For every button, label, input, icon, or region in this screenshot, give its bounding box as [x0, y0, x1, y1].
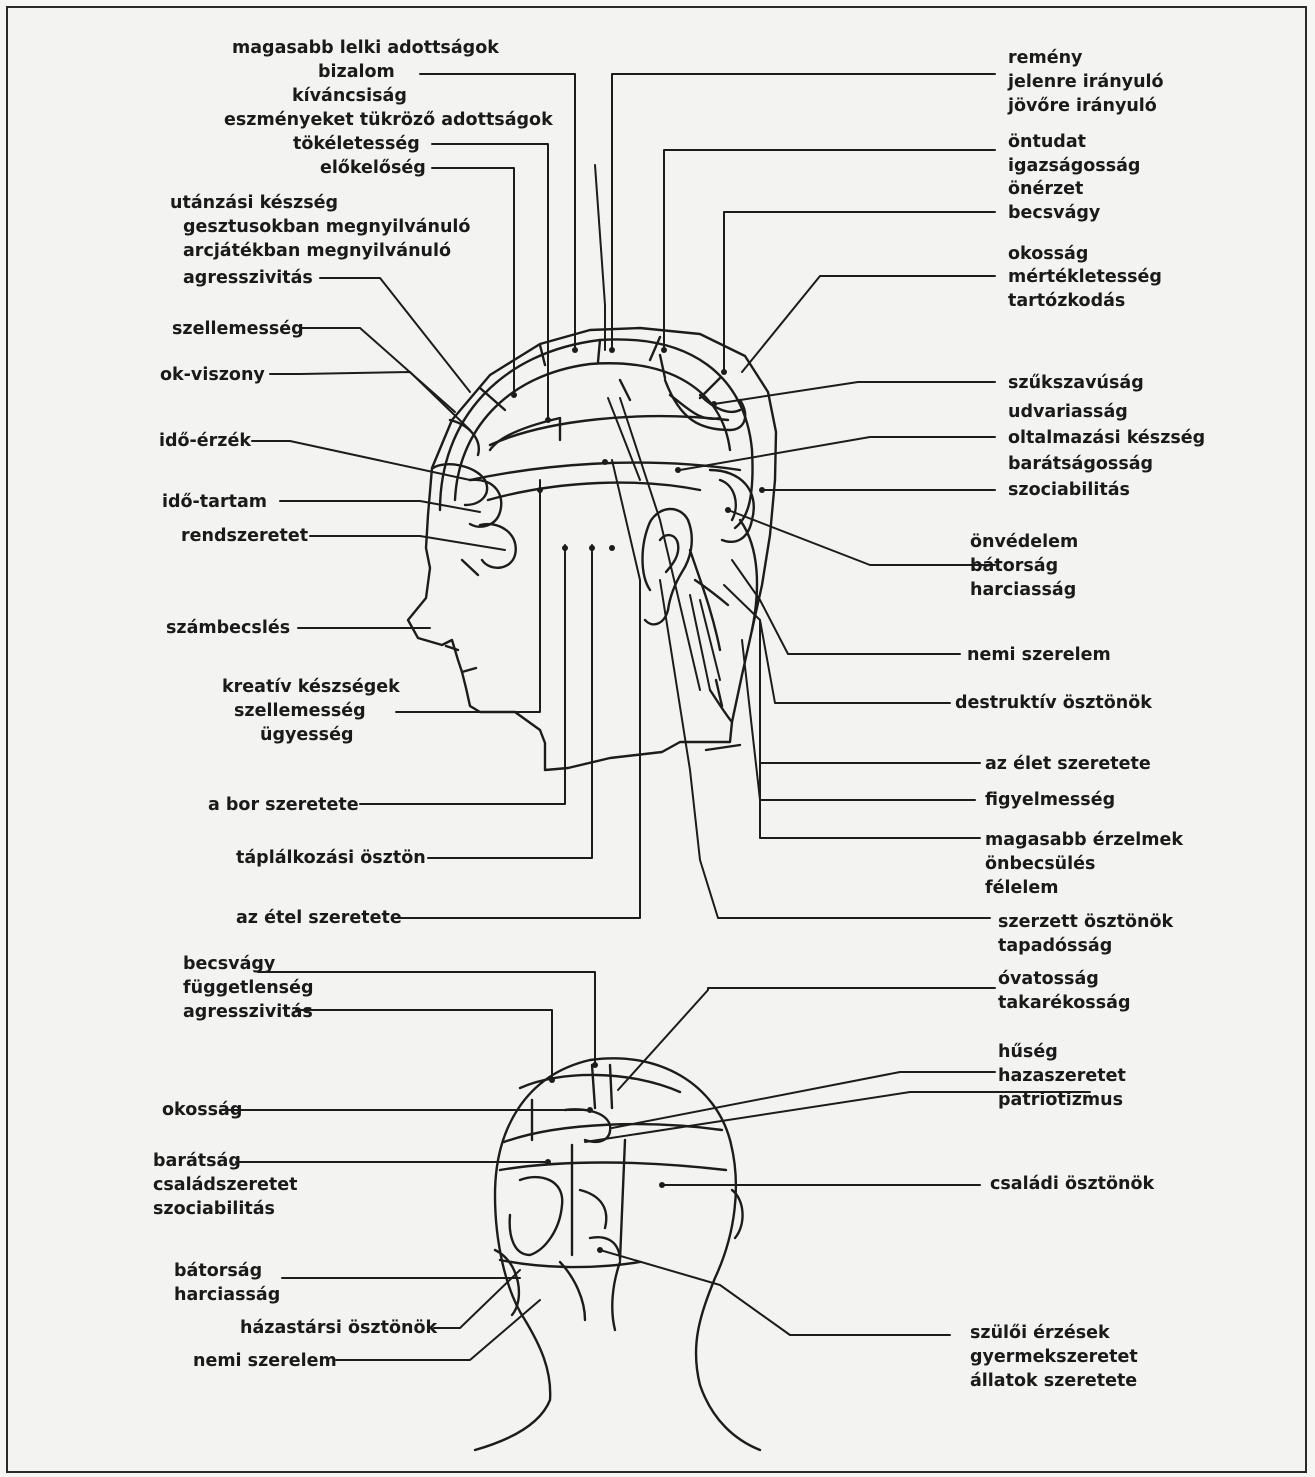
label-udvariassag: udvariasság: [1008, 400, 1128, 424]
label-becsvagy: becsvágy: [1008, 201, 1100, 225]
label-rendszeretet: rendszeretet: [181, 524, 308, 548]
label-ok-viszony: ok-viszony: [160, 363, 265, 387]
label-back-harciassag: harciasság: [174, 1283, 280, 1307]
label-bizalom: bizalom: [318, 60, 395, 84]
label-back-becsvagy: becsvágy: [183, 952, 275, 976]
label-back-gyermekszeretet: gyermekszeretet: [970, 1345, 1138, 1369]
back-head-regions: [500, 1065, 726, 1330]
label-onbecsules: önbecsülés: [985, 852, 1095, 876]
label-back-patriotizmus: patriotizmus: [998, 1088, 1123, 1112]
label-back-batorsag: bátorság: [174, 1259, 262, 1283]
label-elokeloseg: előkelőség: [320, 156, 426, 180]
label-back-okossag: okosság: [162, 1098, 242, 1122]
label-back-allatok: állatok szeretete: [970, 1369, 1137, 1393]
label-jovore: jövőre irányuló: [1008, 94, 1157, 118]
label-okossag: okosság: [1008, 242, 1088, 266]
label-onvedelem: önvédelem: [970, 530, 1078, 554]
label-back-agresszivitas: agresszivitás: [183, 1000, 313, 1024]
label-nemi-szerelem: nemi szerelem: [967, 643, 1111, 667]
label-ontudat: öntudat: [1008, 130, 1086, 154]
label-back-csaladi: családi ösztönök: [990, 1172, 1154, 1196]
label-figyelmesseg: figyelmesség: [985, 788, 1115, 812]
label-szociabilitas: szociabilitás: [1008, 478, 1130, 502]
label-back-huseg: hűség: [998, 1040, 1058, 1064]
label-taplalkozasi: táplálkozási ösztön: [236, 846, 426, 870]
label-destruktiv: destruktív ösztönök: [955, 691, 1152, 715]
label-back-szerzett: szerzett ösztönök: [998, 910, 1173, 934]
label-szukszavusag: szűkszavúság: [1008, 371, 1144, 395]
label-agresszivitas: agresszivitás: [183, 266, 313, 290]
label-back-baratsag: barátság: [153, 1149, 241, 1173]
label-back-nemi: nemi szerelem: [193, 1349, 337, 1373]
label-back-ovatossag: óvatosság: [998, 967, 1099, 991]
label-back-szociabilitas: szociabilitás: [153, 1197, 275, 1221]
label-bor: a bor szeretete: [208, 793, 359, 817]
label-utanzasi: utánzási készség: [170, 191, 338, 215]
label-harciassag: harciasság: [970, 578, 1076, 602]
label-back-hazastarsi: házastársi ösztönök: [240, 1316, 437, 1340]
label-batorsag: bátorság: [970, 554, 1058, 578]
label-kreativ: kreatív készségek: [222, 675, 400, 699]
label-tokeletesseg: tökéletesség: [293, 132, 420, 156]
label-elet-szeretete: az élet szeretete: [985, 752, 1151, 776]
label-ido-tartam: idő-tartam: [162, 490, 267, 514]
label-arcjatekban: arcjátékban megnyilvánuló: [183, 239, 451, 263]
label-back-csaladszeretet: családszeretet: [153, 1173, 298, 1197]
label-back-hazaszeretet: hazaszeretet: [998, 1064, 1126, 1088]
label-gesztusokban: gesztusokban megnyilvánuló: [183, 215, 470, 239]
label-baratsagossag: barátságosság: [1008, 452, 1153, 476]
label-ido-erzek: idő-érzék: [159, 429, 251, 453]
label-mertekletesseg: mértékletesség: [1008, 265, 1162, 289]
side-head-regions: [433, 337, 757, 750]
label-igazsagossag: igazságosság: [1008, 154, 1140, 178]
label-back-takarekossag: takarékosság: [998, 991, 1130, 1015]
label-magasabb-lelki: magasabb lelki adottságok: [232, 36, 499, 60]
label-ugyesseg: ügyesség: [260, 723, 354, 747]
label-szambecsles: számbecslés: [166, 616, 290, 640]
label-magasabb-erzelmek: magasabb érzelmek: [985, 828, 1183, 852]
label-felelem: félelem: [985, 876, 1058, 900]
label-eszmenyeket: eszményeket tükröző adottságok: [224, 108, 553, 132]
label-back-tapadossag: tapadósság: [998, 934, 1112, 958]
label-oltalmazasi: oltalmazási készség: [1008, 426, 1205, 450]
label-kivancsisag: kíváncsiság: [292, 84, 407, 108]
label-back-fuggetlenseg: függetlenség: [183, 976, 314, 1000]
label-tartozkodas: tartózkodás: [1008, 289, 1125, 313]
label-szellemesseg-2: szellemesség: [234, 699, 366, 723]
label-back-szuloi: szülői érzések: [970, 1321, 1110, 1345]
label-szellemesseg: szellemesség: [172, 317, 304, 341]
label-remeny: remény: [1008, 46, 1082, 70]
side-right-leaders: [612, 74, 995, 918]
label-etel: az étel szeretete: [236, 906, 402, 930]
label-jelenre: jelenre irányuló: [1008, 70, 1164, 94]
label-onerzet: önérzet: [1008, 177, 1083, 201]
